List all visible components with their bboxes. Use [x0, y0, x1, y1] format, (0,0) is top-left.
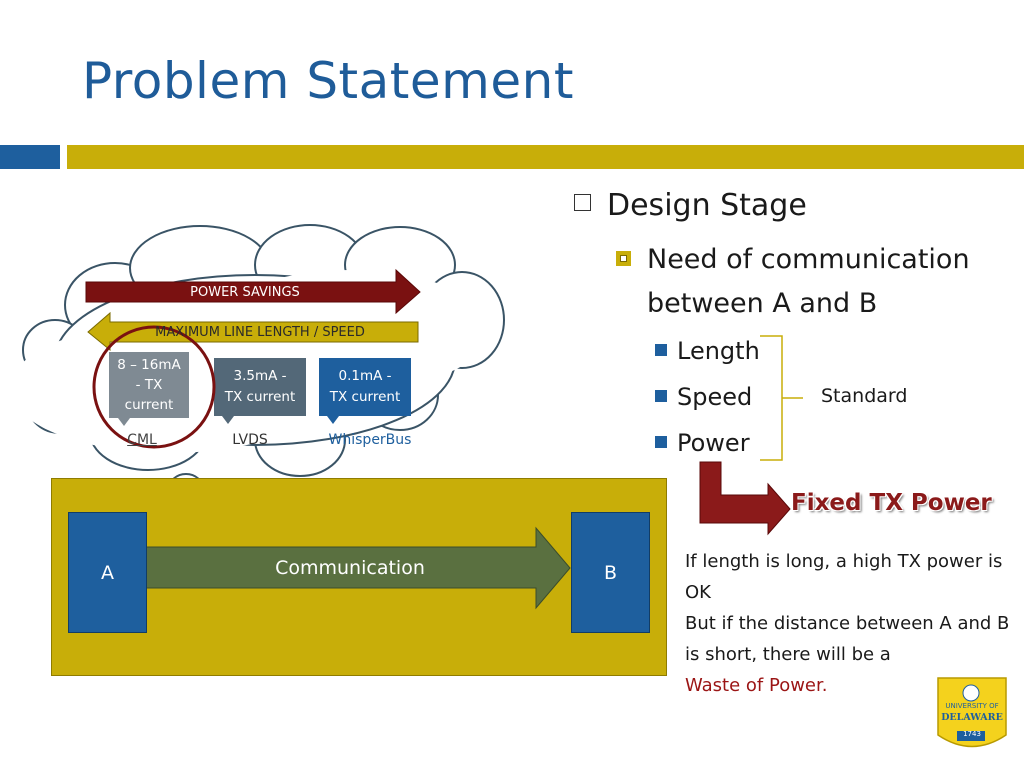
cml-highlight-circle — [92, 325, 216, 449]
line-length-arrow — [87, 311, 419, 352]
title-rule-blue — [0, 145, 60, 169]
power-savings-arrow — [85, 268, 421, 315]
std-cml-text: 8 – 16mA - TX current — [117, 357, 181, 413]
slide-title: Problem Statement — [82, 52, 574, 110]
fixed-tx-power-label: Fixed TX Power — [791, 490, 992, 516]
bullet-speed: Speed — [655, 383, 752, 411]
std-lvds-text: 3.5mA - TX current — [224, 368, 296, 405]
bullet-length: Length — [655, 337, 760, 365]
std-cml-name: CML — [127, 432, 157, 448]
blue-square-bullet-icon — [655, 436, 667, 448]
std-whisperbus-text: 0.1mA - TX current — [329, 368, 401, 405]
university-logo-text: UNIVERSITY OF DELAWARE 1743 — [941, 702, 1003, 738]
hollow-square-bullet-icon — [574, 194, 591, 211]
bullet-design-stage: Design Stage — [574, 188, 807, 223]
blue-square-bullet-icon — [655, 344, 667, 356]
bullet-power: Power — [655, 429, 750, 457]
power-savings-label: POWER SAVINGS — [190, 285, 300, 300]
std-box-whisperbus — [319, 358, 411, 424]
university-logo — [937, 677, 1007, 748]
standard-bracket — [760, 335, 803, 461]
title-rule-gold — [67, 145, 1024, 169]
node-b: B — [571, 512, 650, 633]
std-lvds-name: LVDS — [232, 432, 268, 448]
blue-square-bullet-icon — [655, 390, 667, 402]
fixed-power-arrow — [699, 461, 791, 536]
standard-label: Standard — [821, 385, 908, 407]
node-a: A — [68, 512, 147, 633]
line-length-label: MAXIMUM LINE LENGTH / SPEED — [155, 325, 365, 340]
std-box-lvds — [214, 358, 306, 424]
explanation-text: If length is long, a high TX power is OK… — [685, 551, 1010, 696]
communication-label: Communication — [275, 557, 425, 579]
std-whisperbus-name: WhisperBus — [328, 432, 412, 448]
std-box-cml — [109, 352, 189, 426]
gold-square-bullet-icon — [616, 251, 631, 266]
